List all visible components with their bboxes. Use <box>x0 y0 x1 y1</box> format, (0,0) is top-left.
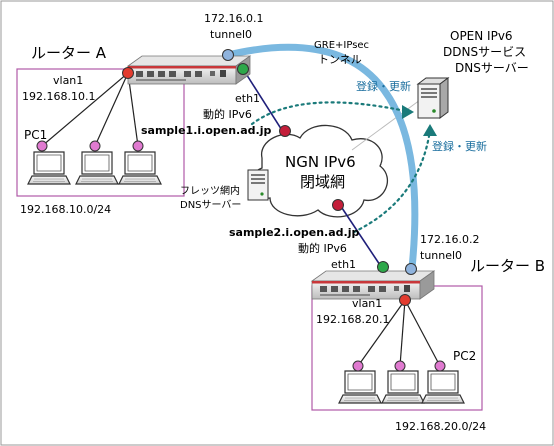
ngn-label-line2: 閉域網 <box>300 173 345 191</box>
router-b-vlan-port <box>399 294 411 306</box>
router-b-title: ルーター B <box>470 257 545 275</box>
open-server-line1: OPEN IPv6 <box>450 29 513 43</box>
router-a-eth-port <box>237 63 249 75</box>
router-a-pc-label: PC1 <box>24 128 47 142</box>
open-dns-server-icon <box>416 77 450 119</box>
router-a <box>127 55 251 85</box>
pc-port-a2 <box>89 140 101 152</box>
router-b-wan-ip-type: 動的 IPv6 <box>298 241 347 255</box>
laptop-a2 <box>75 151 119 185</box>
router-b <box>311 270 435 300</box>
pc-port-a3 <box>132 140 144 152</box>
router-b-pc-label: PC2 <box>453 349 476 363</box>
router-a-vlan-label: vlan1 <box>53 74 83 87</box>
ngn-label-line1: NGN IPv6 <box>285 153 356 171</box>
flets-dns-line2: DNSサーバー <box>180 199 241 211</box>
router-a-vlan-port <box>122 67 134 79</box>
pc-port-a1 <box>36 140 48 152</box>
router-b-tunnel-ip: 172.16.0.2 <box>420 233 479 246</box>
router-b-tunnel-port <box>405 263 417 275</box>
router-b-subnet: 192.168.20.0/24 <box>395 420 486 433</box>
router-a-subnet: 192.168.10.0/24 <box>20 203 111 216</box>
gre-tunnel-arc <box>224 43 419 272</box>
router-b-eth-port <box>377 261 389 273</box>
ngn-cloud <box>249 124 389 218</box>
wan-node-b <box>332 199 344 211</box>
laptop-a1 <box>27 151 71 185</box>
router-a-wan-ip-type: 動的 IPv6 <box>203 107 252 121</box>
tunnel-label-line1: GRE+IPsec <box>314 40 369 51</box>
lan-a-wires <box>41 72 139 147</box>
laptop-b3 <box>421 370 465 404</box>
router-a-tunnel-ip: 172.16.0.1 <box>204 12 263 25</box>
cloud-server-link <box>351 99 421 151</box>
router-a-lan-ip: 192.168.10.1 <box>22 90 95 103</box>
router-b-eth-label: eth1 <box>331 258 356 271</box>
laptop-b2 <box>381 370 425 404</box>
lan-b-wires <box>357 299 441 367</box>
register-label-upper: 登録・更新 <box>356 79 411 93</box>
wan-line-a <box>242 68 286 136</box>
router-a-title: ルーター A <box>31 44 107 62</box>
open-server-line3: DNSサーバー <box>455 61 529 75</box>
wan-line-b <box>337 201 383 269</box>
tunnel-label-line2: トンネル <box>318 53 362 66</box>
router-a-ddns-host: sample1.i.open.ad.jp <box>141 124 271 137</box>
laptop-b1 <box>338 370 382 404</box>
router-a-tunnel-port <box>222 49 234 61</box>
laptop-a3 <box>118 151 162 185</box>
router-b-vlan-label: vlan1 <box>352 297 382 310</box>
router-a-tunnel-label: tunnel0 <box>210 28 252 41</box>
pc-port-b1 <box>352 360 364 372</box>
wan-node-a <box>279 125 291 137</box>
router-b-ddns-host: sample2.i.open.ad.jp <box>229 226 359 239</box>
lan-box-a <box>16 68 185 197</box>
router-b-lan-ip: 192.168.20.1 <box>316 313 389 326</box>
router-a-eth-label: eth1 <box>235 92 260 105</box>
register-arrow-a <box>250 101 412 126</box>
register-label-lower: 登録・更新 <box>432 139 487 153</box>
router-b-tunnel-label: tunnel0 <box>420 249 462 262</box>
flets-dns-line1: フレッツ網内 <box>180 184 240 197</box>
flets-dns-server-icon <box>247 169 269 201</box>
register-arrow-a-head <box>402 105 414 119</box>
register-arrow-b-head <box>423 124 437 136</box>
pc-port-b2 <box>394 360 406 372</box>
register-arrow-b <box>352 128 432 234</box>
pc-port-b3 <box>434 360 446 372</box>
open-server-line2: DDNSサービス <box>443 45 526 59</box>
